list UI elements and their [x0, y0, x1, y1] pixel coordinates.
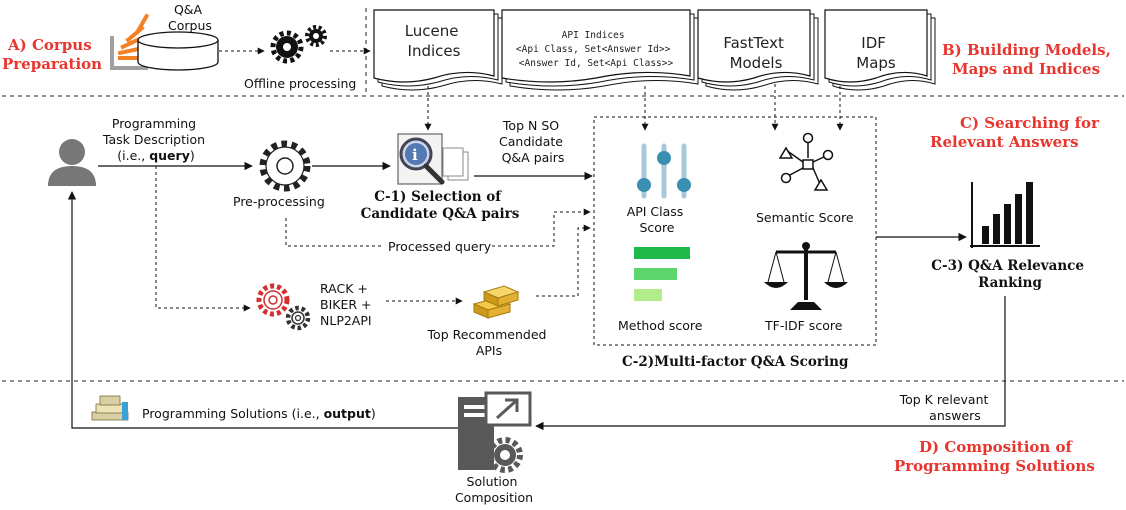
semantic-score-label: Semantic Score: [756, 210, 854, 225]
top-k-label: Top K relevant answers: [899, 392, 993, 423]
gears-icon: [270, 25, 327, 64]
tfidf-score-label: TF-IDF score: [764, 318, 843, 333]
c3-label: C-3) Q&A Relevance Ranking: [931, 258, 1088, 291]
solution-composition-label: Solution Composition: [455, 474, 533, 505]
svg-text:IDF Maps: IDF Maps: [856, 34, 896, 72]
rack-biker-nlp2api-label: RACK + BIKER + NLP2API: [320, 281, 375, 328]
stackoverflow-icon: [110, 13, 150, 70]
balance-scale-icon: [764, 242, 848, 310]
fasttext-models-doc: FastText Models: [697, 9, 819, 91]
output-label: Programming Solutions (i.e., output): [142, 406, 376, 421]
section-c-title: C) Searching for Relevant Answers: [930, 114, 1104, 151]
preprocessing-label: Pre-processing: [233, 194, 325, 209]
processed-query-arrow: [285, 208, 591, 247]
red-gears-icon: [256, 283, 311, 331]
c1-label: C-1) Selection of Candidate Q&A pairs: [361, 189, 520, 222]
sliders-icon: [637, 143, 691, 199]
lucene-indices-doc: Lucene Indices: [373, 9, 503, 91]
composition-to-user-arrow: [67, 191, 458, 429]
method-score-label: Method score: [618, 318, 703, 333]
processed-query-bg: [384, 238, 492, 254]
offline-processing-label: Offline processing: [244, 76, 356, 91]
top-apis-label: Top Recommended APIs: [427, 327, 551, 358]
output-label-bg: [136, 402, 406, 422]
settings-gear-icon: [259, 140, 311, 192]
svg-text:API Indices <Api Class,: API Indices <Api Class, Set<Answer Id>> …: [516, 30, 676, 69]
document-search-icon: i: [397, 133, 469, 185]
ranking-to-composition-arrow: [535, 296, 1006, 431]
svg-text:FastText Models: FastText Models: [723, 34, 788, 72]
api-indices-doc: API Indices <Api Class, Set<Answer Id>> …: [501, 9, 699, 91]
gold-bars-icon: [472, 285, 520, 319]
c2-label: C-2)Multi-factor Q&A Scoring: [622, 354, 849, 370]
svg-text:i: i: [412, 146, 418, 164]
solutions-stack-icon: [91, 395, 129, 421]
scoring-box: [593, 116, 877, 346]
method-bars-icon: [634, 247, 690, 301]
apis-to-scoring-arrow: [536, 224, 591, 297]
section-d-title: D) Composition of Programming Solutions: [894, 438, 1095, 475]
svg-text:Lucene Indices: Lucene Indices: [405, 22, 464, 60]
processed-query-label: Processed query: [388, 239, 492, 254]
graph-network-icon: [778, 132, 834, 191]
solution-composition-icon: [458, 391, 532, 473]
database-icon: [137, 31, 219, 71]
api-class-score-label: API Class Score: [627, 204, 688, 235]
corpus-label: Q&A Corpus: [168, 2, 212, 33]
bar-chart-icon: [970, 182, 1040, 248]
section-b-title: B) Building Models, Maps and Indices: [942, 41, 1116, 78]
task-description-label: Programming Task Description (i.e., quer…: [102, 116, 209, 163]
idf-maps-doc: IDF Maps: [824, 9, 936, 91]
query-to-rack-arrow: [155, 166, 251, 312]
section-a-title: A) Corpus Preparation: [2, 36, 102, 73]
user-icon: [48, 139, 96, 186]
top-n-label: Top N SO Candidate Q&A pairs: [499, 118, 567, 165]
